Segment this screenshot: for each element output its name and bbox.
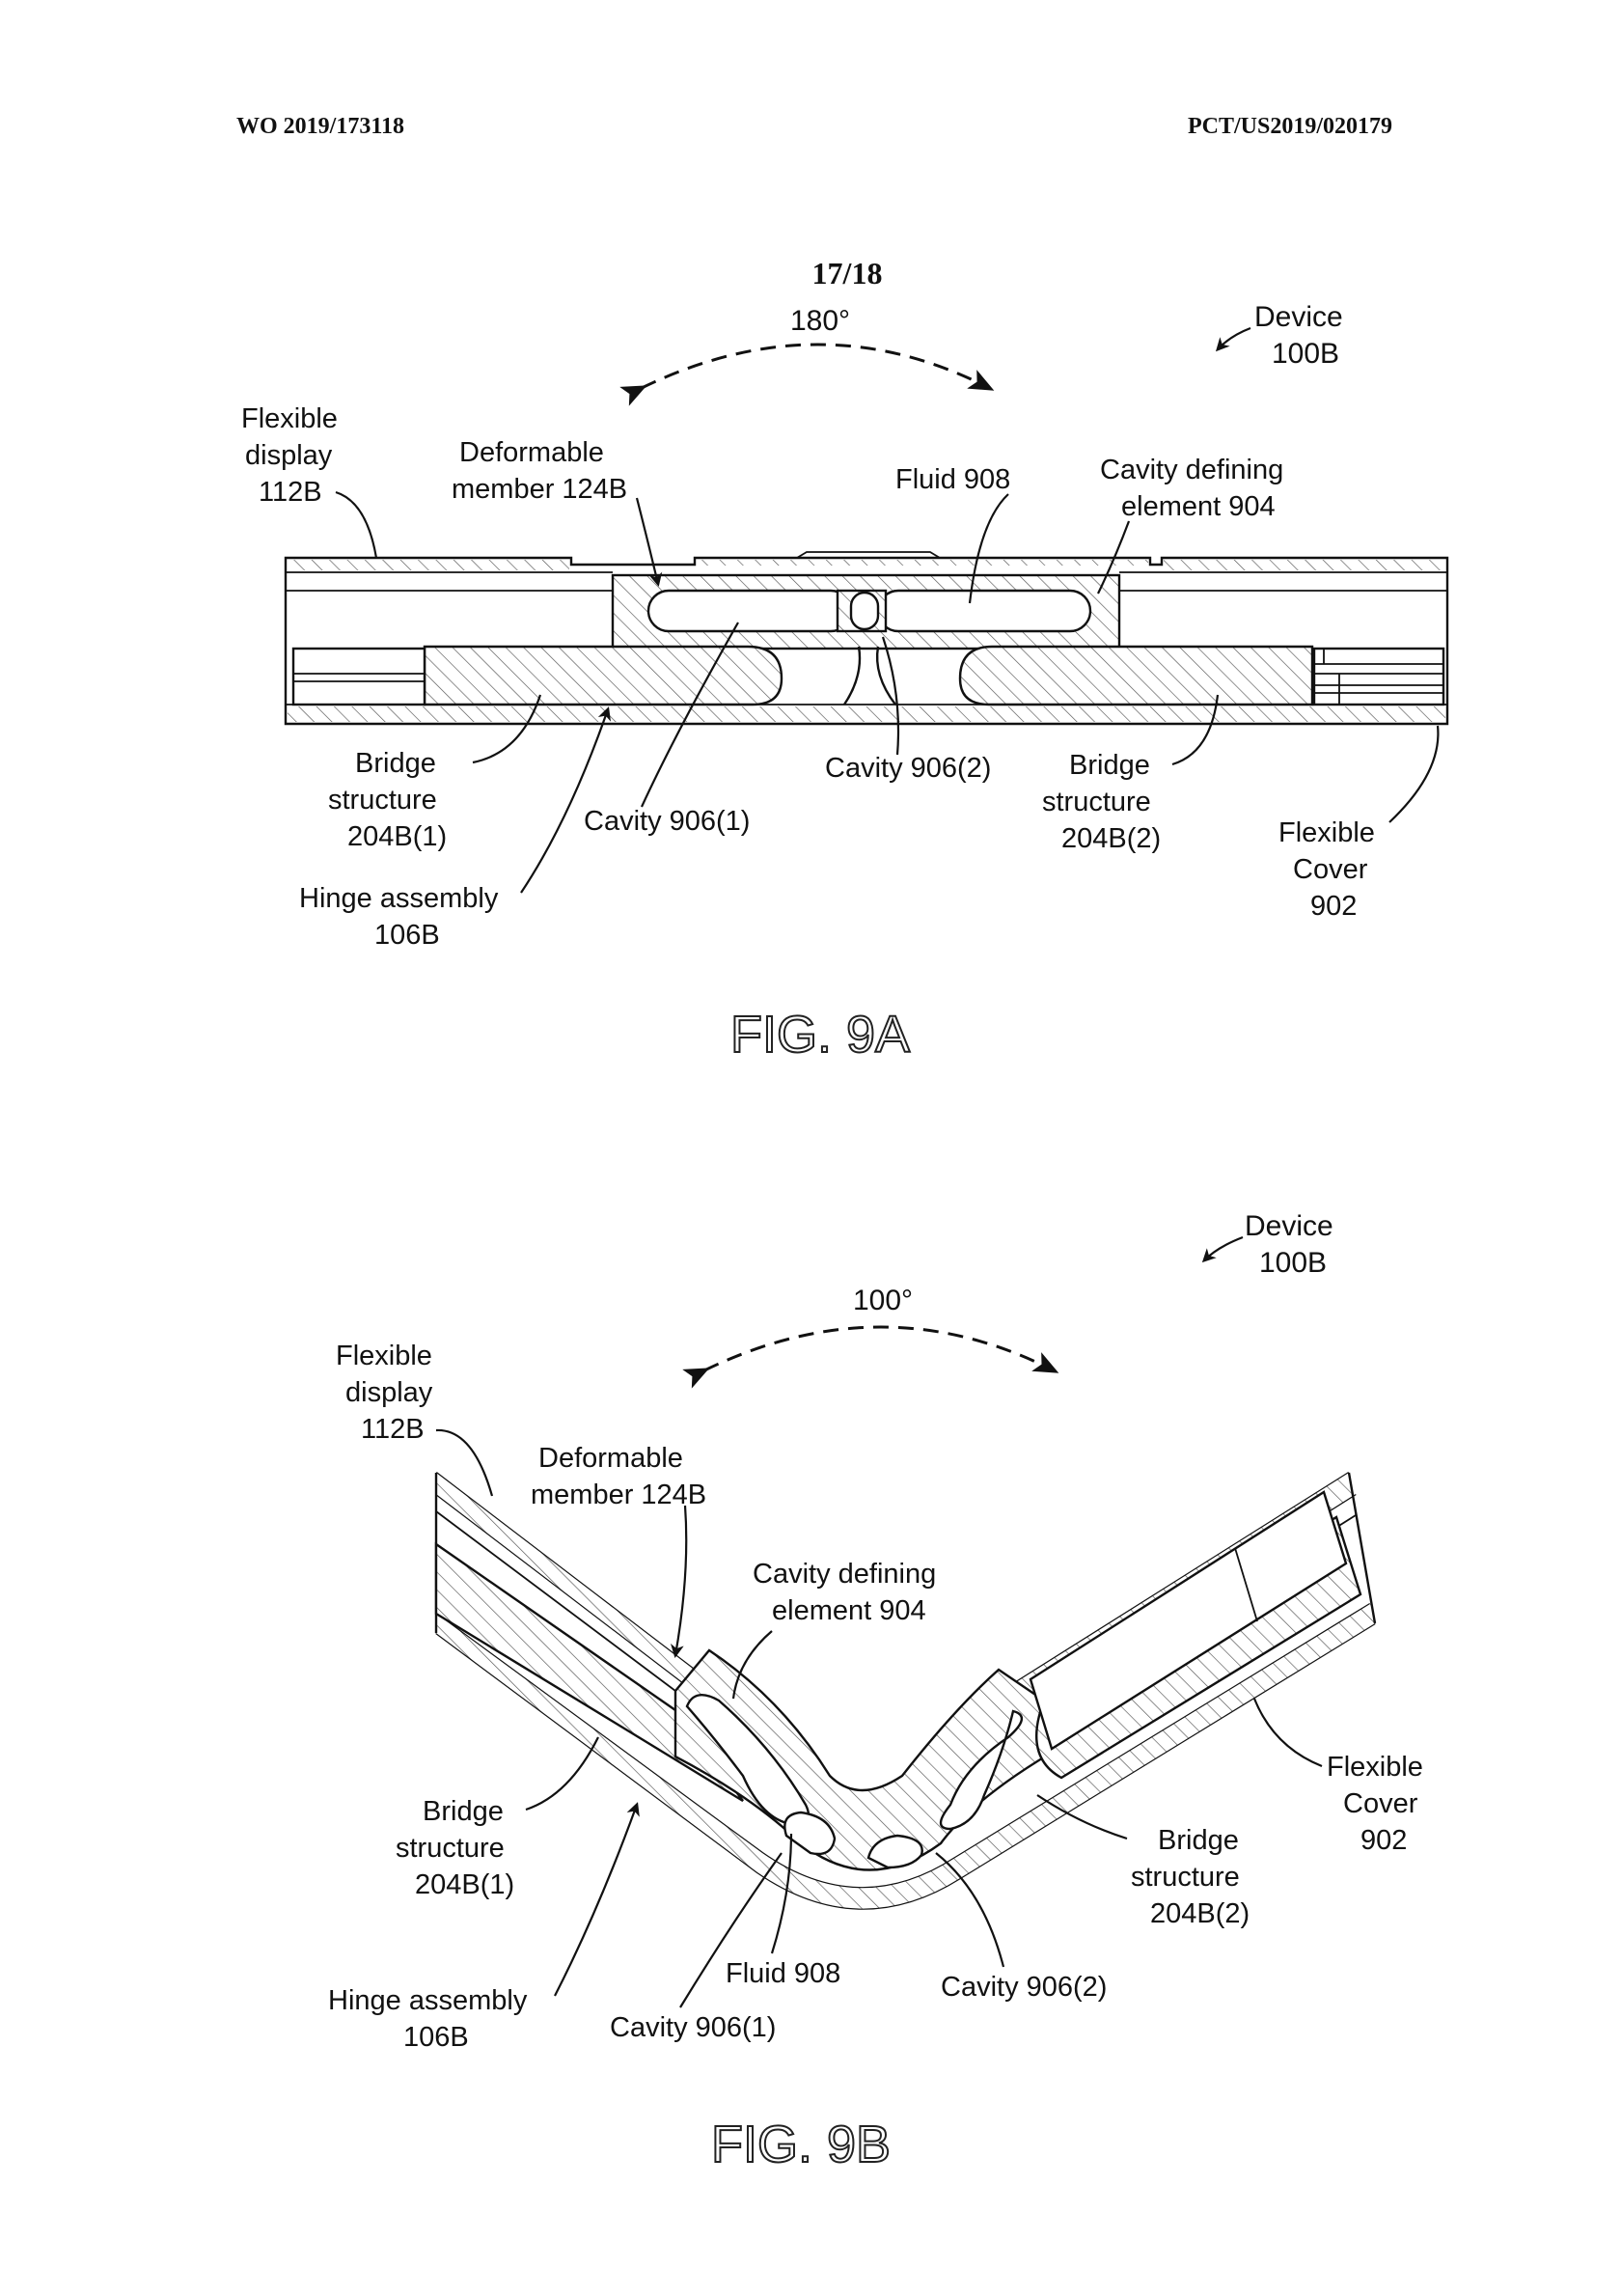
label-bridge2-9b-2: structure [1131, 1862, 1240, 1893]
label-cavity-defining-9a-2: element 904 [1121, 491, 1276, 522]
label-bridge1-9b-2: structure [396, 1833, 505, 1864]
fig-9a-caption: FIG. 9A [730, 1006, 910, 1064]
bridge-structure-204B2-9a [958, 645, 1314, 706]
label-deformable-9b-1: Deformable [538, 1443, 683, 1474]
label-bridge1-9a-1: Bridge [355, 748, 436, 779]
label-cover-9b-2: Cover [1343, 1788, 1418, 1819]
label-deformable-9a-1: Deformable [459, 437, 604, 468]
fig-9b: 100° Device 100B Flexible [328, 1210, 1423, 2174]
label-bridge2-9b-3: 204B(2) [1150, 1898, 1250, 1929]
fluid-pocket-left-9a [646, 589, 853, 633]
angle-label-9a: 180° [790, 305, 850, 337]
label-cavity1-9b: Cavity 906(1) [610, 2012, 776, 2043]
label-cover-9a-2: Cover [1293, 854, 1368, 885]
fluid-pocket-right-9b [939, 1709, 1023, 1831]
label-cavity2-9a: Cavity 906(2) [825, 753, 991, 784]
device-label-9b-line2: 100B [1259, 1247, 1327, 1279]
label-bridge1-9a-3: 204B(1) [347, 821, 447, 852]
label-flexible-display-9b-2: display [345, 1377, 433, 1408]
label-bridge1-9b-3: 204B(1) [415, 1869, 514, 1900]
label-bridge2-9a-3: 204B(2) [1061, 823, 1161, 854]
label-flexible-display-9a-1: Flexible [241, 403, 338, 434]
angle-arrow-9a [619, 343, 995, 406]
label-fluid-9b: Fluid 908 [726, 1958, 840, 1989]
label-cover-9a-1: Flexible [1278, 817, 1375, 848]
fluid-pocket-right-9a [876, 589, 1092, 633]
label-cover-9a-3: 902 [1310, 891, 1357, 922]
label-cavity-defining-9b-2: element 904 [772, 1595, 926, 1626]
label-cavity1-9a: Cavity 906(1) [584, 806, 750, 837]
application-number: PCT/US2019/020179 [1188, 114, 1392, 139]
label-deformable-9a-2: member 124B [452, 474, 627, 505]
label-hinge-9b-1: Hinge assembly [328, 1985, 528, 2016]
label-deformable-9b-2: member 124B [531, 1480, 706, 1510]
bridge-structure-204B1-9b [434, 1541, 744, 1803]
sheet-number: 17/18 [812, 256, 883, 290]
device-arrow-9b [1201, 1235, 1244, 1263]
label-flexible-display-9a-2: display [245, 440, 333, 471]
label-bridge2-9b-1: Bridge [1158, 1825, 1239, 1856]
label-flexible-display-9b-3: 112B [361, 1414, 425, 1445]
label-flexible-display-9b-1: Flexible [336, 1341, 432, 1371]
angle-arrow-9b [682, 1325, 1059, 1389]
device-arrow-9a [1215, 326, 1251, 352]
label-hinge-9a-1: Hinge assembly [299, 883, 499, 914]
label-bridge1-9a-2: structure [328, 785, 437, 816]
device-label-9b-line1: Device [1245, 1210, 1333, 1242]
label-cavity-defining-9a-1: Cavity defining [1100, 455, 1283, 485]
label-cavity-defining-9b-1: Cavity defining [753, 1559, 936, 1590]
label-cover-9b-1: Flexible [1327, 1752, 1423, 1783]
label-bridge2-9a-2: structure [1042, 787, 1151, 817]
label-bridge1-9b-1: Bridge [423, 1796, 504, 1827]
label-cavity2-9b: Cavity 906(2) [941, 1972, 1107, 2003]
angle-label-9b: 100° [853, 1285, 913, 1316]
fig-9b-caption: FIG. 9B [711, 2116, 891, 2173]
device-label-9a-line2: 100B [1272, 338, 1339, 370]
publication-number: WO 2019/173118 [236, 114, 404, 139]
fig-9a: 180° Device 100B [241, 301, 1449, 1065]
device-label-9a-line1: Device [1254, 301, 1343, 333]
label-hinge-9a-2: 106B [374, 920, 440, 951]
label-cover-9b-3: 902 [1360, 1825, 1407, 1856]
bridge-structure-204B1-9a [423, 645, 783, 706]
label-bridge2-9a-1: Bridge [1069, 750, 1150, 781]
device-outline-9a [284, 556, 1449, 726]
label-hinge-9b-2: 106B [403, 2022, 469, 2053]
label-flexible-display-9a-3: 112B [259, 477, 322, 508]
label-fluid-9a: Fluid 908 [895, 464, 1010, 495]
